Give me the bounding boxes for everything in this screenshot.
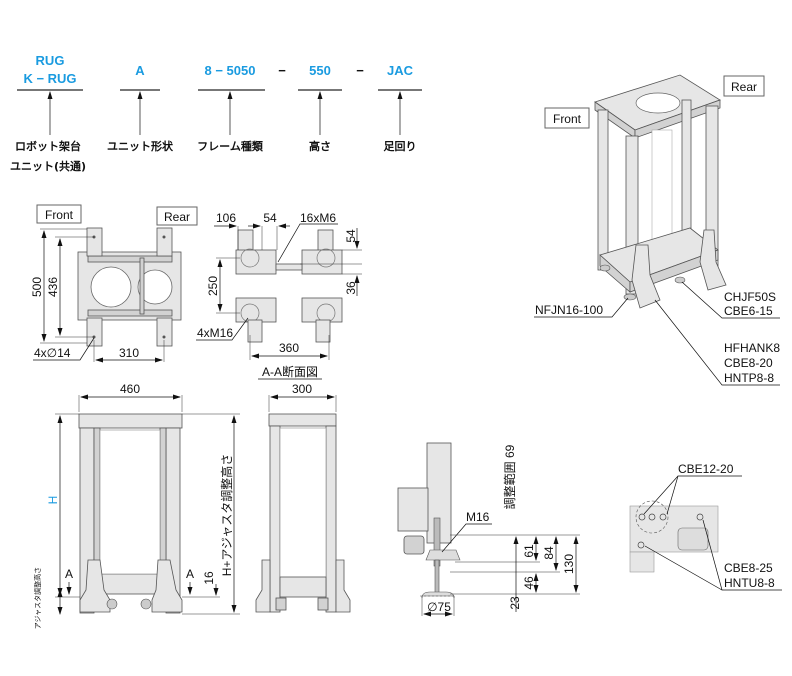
part-caster-2: CBE6-15	[724, 304, 773, 318]
part-leveler: NFJN16-100	[535, 303, 603, 317]
dim-hole-pitch-depth: 436	[46, 277, 60, 297]
dim-width-300: 300	[292, 382, 312, 396]
front-frame-drawing	[78, 413, 183, 614]
label-series-line2: ユニット(共通)	[10, 159, 86, 173]
thread-m16: M16	[466, 510, 490, 524]
side-frame-drawing	[255, 413, 351, 613]
dim-84: 84	[542, 546, 556, 560]
dim-54-top: 54	[263, 211, 277, 225]
adjuster-drawing	[397, 442, 461, 599]
code-foot: JAC	[387, 63, 414, 78]
dim-61: 61	[522, 544, 536, 558]
code-shape: A	[135, 63, 145, 78]
part-bracket-2: CBE8-20	[724, 356, 773, 370]
dim-46: 46	[522, 576, 536, 590]
code-frame: 8 − 5050	[205, 63, 256, 78]
code-separator: −	[278, 63, 286, 78]
label-series-line1: ロボット架台	[15, 139, 81, 153]
dim-diameter-75: ∅75	[427, 600, 451, 614]
section-view: 106 54 16xM6 54 36 250 4xM16 360 A-A断面図	[196, 211, 362, 380]
dim-106: 106	[216, 211, 236, 225]
section-title: A-A断面図	[262, 364, 318, 379]
model-code: RUG K − RUG ロボット架台 ユニット(共通) A ユニット形状 8 −…	[10, 53, 422, 173]
dim-height-h: H	[46, 496, 60, 505]
dim-130: 130	[562, 554, 576, 574]
label-frame: フレーム種類	[197, 139, 264, 153]
section-drawing	[235, 229, 343, 343]
dim-54-side: 54	[344, 229, 358, 243]
dim-width-460: 460	[120, 382, 140, 396]
dim-36: 36	[344, 281, 358, 295]
part-hntu8-8: HNTU8-8	[724, 576, 775, 590]
side-view: 300	[255, 382, 351, 613]
adjust-range-label: 調整範囲 69	[502, 444, 517, 509]
code-segment-frame: 8 − 5050 フレーム種類	[197, 63, 265, 153]
part-cbe8-25: CBE8-25	[724, 561, 773, 575]
dim-hole-pitch-width: 310	[119, 346, 139, 360]
iso-front-tag	[544, 107, 590, 129]
bracket-drawing	[629, 500, 719, 573]
label-shape: ユニット形状	[107, 139, 174, 153]
iso-rear-label: Rear	[731, 80, 757, 94]
section-marker-right: A	[186, 567, 194, 581]
front-view: 460 H H+アジャスタ調整高さ A A 16 アジャスタ調整高さ	[33, 382, 240, 629]
code-segment-series: RUG K − RUG ロボット架台 ユニット(共通)	[10, 53, 86, 173]
dim-23: 23	[508, 596, 522, 610]
dim-360: 360	[279, 341, 299, 355]
part-caster-1: CHJF50S	[724, 290, 776, 304]
adjuster-detail: M16 調整範囲 69 61 84 130 46 23 ∅75	[397, 442, 580, 617]
leader-leveler	[534, 297, 629, 318]
top-rear-label: Rear	[164, 210, 190, 224]
top-front-tag	[36, 204, 82, 224]
label-height: 高さ	[309, 139, 331, 153]
code-segment-shape: A ユニット形状	[107, 63, 174, 153]
dim-holes: 4x∅14	[34, 346, 71, 360]
code-separator: −	[356, 63, 364, 78]
part-bracket-3: HNTP8-8	[724, 371, 774, 385]
bracket-detail: CBE12-20 CBE8-25 HNTU8-8	[629, 462, 782, 591]
adjuster-height-label: アジャスタ調整高さ	[33, 567, 42, 629]
taps-m6: 16xM6	[300, 211, 336, 225]
part-cbe12: CBE12-20	[678, 462, 734, 476]
isometric-view: Rear Front NFJN16-	[534, 74, 780, 386]
label-foot: 足回り	[384, 139, 417, 153]
dim-overall-depth: 500	[30, 277, 44, 297]
iso-rear-tag	[723, 75, 765, 97]
top-rear-tag	[156, 206, 198, 226]
top-front-label: Front	[45, 208, 74, 222]
leader-bracket	[654, 299, 780, 386]
part-bracket-1: HFHANK8	[724, 341, 780, 355]
dim-offset-16: 16	[202, 571, 216, 585]
iso-frame-drawing	[594, 74, 727, 309]
dim-250: 250	[206, 276, 220, 296]
top-view: Front Rear 500 436 310 4x∅1	[30, 204, 198, 363]
code-segment-foot: JAC 足回り	[378, 63, 422, 153]
leader-caster	[681, 281, 780, 319]
iso-front-label: Front	[553, 112, 582, 126]
code-series-line1: RUG	[36, 53, 65, 68]
code-height: 550	[309, 63, 331, 78]
code-series-line2: K − RUG	[23, 71, 76, 86]
section-marker-left: A	[65, 567, 73, 581]
dim-overall-height: H+アジャスタ調整高さ	[219, 454, 234, 577]
top-frame-drawing	[77, 227, 182, 347]
code-segment-height: 550 高さ	[298, 63, 342, 153]
taps-m16: 4xM16	[197, 326, 233, 340]
